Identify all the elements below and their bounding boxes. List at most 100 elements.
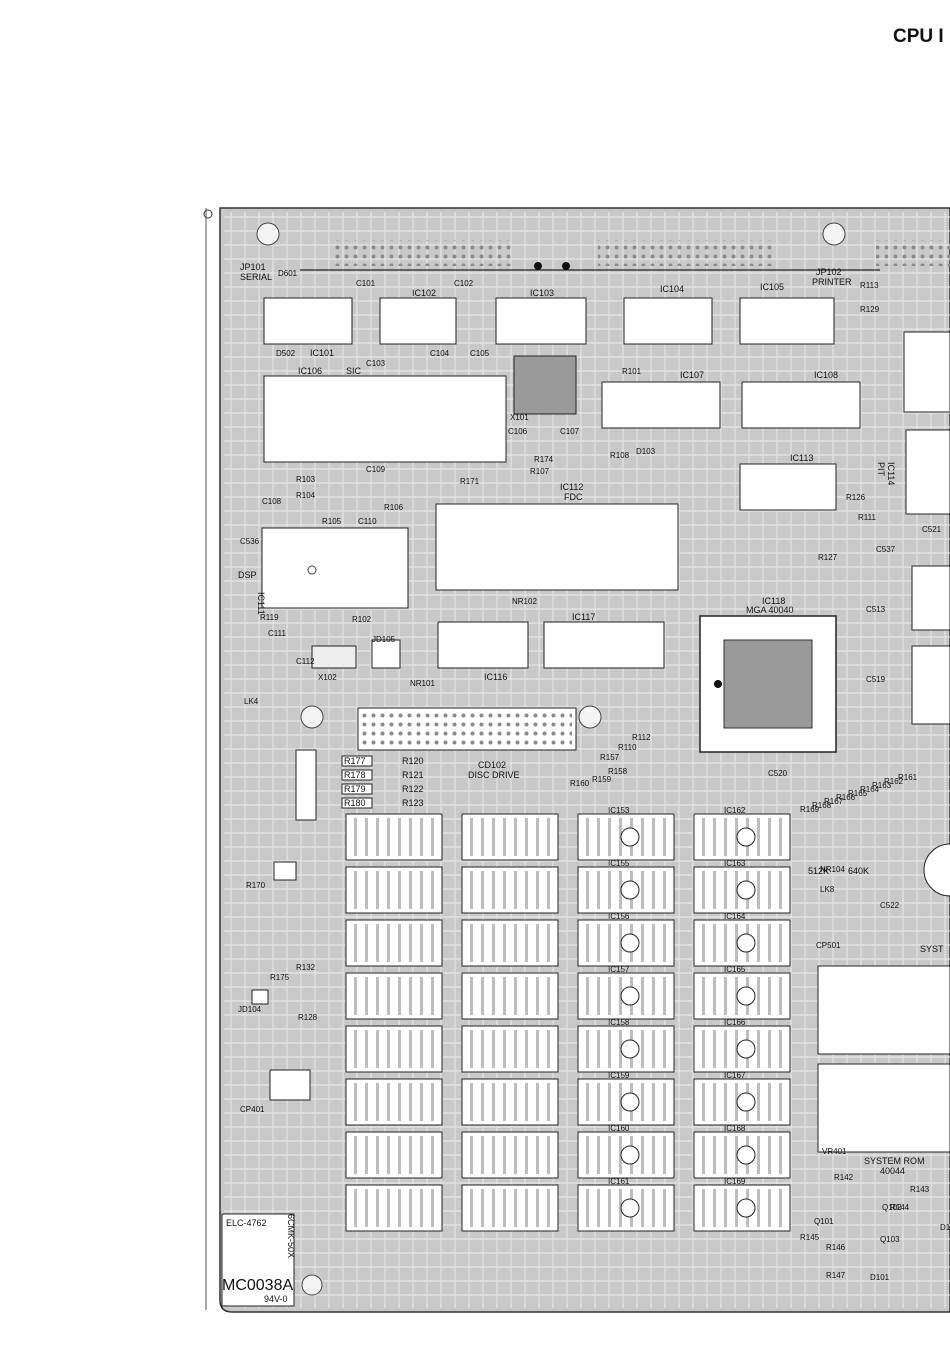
label-r179: R179 (344, 784, 366, 794)
ram-chip-marker (736, 1198, 756, 1218)
ram-chip-pin (536, 1189, 539, 1227)
ram-chip-pin (481, 1136, 484, 1174)
label-system-rom-num: 40044 (880, 1166, 905, 1176)
ram-chip-label: IC158 (608, 1018, 630, 1027)
ram-chip-pin (525, 977, 528, 1015)
ram-chip-pin (652, 1189, 655, 1227)
component-ref-label: Q101 (814, 1217, 834, 1226)
ram-chip-pin (597, 1083, 600, 1121)
ram-chip-pin (768, 1136, 771, 1174)
component-ref-label: C522 (880, 901, 900, 910)
ram-chip-pin (420, 924, 423, 962)
jumper-block (295, 749, 317, 821)
ram-chip-pin (354, 1030, 357, 1068)
ram-chip-pin (365, 818, 368, 856)
ram-chip-pin (641, 924, 644, 962)
ram-chip-pin (536, 977, 539, 1015)
ram-chip-pin (503, 1189, 506, 1227)
ram-chip-marker (620, 1039, 640, 1059)
chip-system-rom-area (817, 965, 950, 1055)
ram-chip-pin (387, 1189, 390, 1227)
ram-chip-pin (663, 1189, 666, 1227)
ram-chip-pin (492, 1189, 495, 1227)
chip-ic118-die (723, 639, 813, 729)
ram-chip-pin (724, 1136, 727, 1174)
ram-chip-pin (420, 818, 423, 856)
ram-chip-marker (620, 1092, 640, 1112)
ram-chip-pin (420, 1030, 423, 1068)
ram-chip-pin (713, 977, 716, 1015)
ram-chip (461, 1131, 559, 1179)
ram-chip-pin (365, 1030, 368, 1068)
chip-ic103 (495, 297, 587, 345)
component-ref-label: R158 (608, 767, 628, 776)
ram-chip (345, 972, 443, 1020)
ram-chip-pin (470, 871, 473, 909)
ram-chip-pin (547, 871, 550, 909)
ram-chip-pin (547, 1030, 550, 1068)
ram-chip-pin (768, 1083, 771, 1121)
component-ref-label: R171 (460, 477, 480, 486)
ram-chip-pin (420, 1083, 423, 1121)
component-ref-label: R163 (872, 781, 892, 790)
dsp-center-mark (307, 565, 317, 575)
component-ref-label: C101 (356, 279, 376, 288)
label-ic113: IC113 (790, 453, 813, 463)
ram-chip-label: IC166 (724, 1018, 746, 1027)
ram-chip-pin (663, 818, 666, 856)
ram-chip-pin (470, 1030, 473, 1068)
ram-chip-pin (547, 977, 550, 1015)
component-ref-label: R160 (570, 779, 590, 788)
component-ref-label: R159 (592, 775, 612, 784)
ram-chip-pin (597, 1189, 600, 1227)
component-ref-label: LK8 (820, 885, 835, 894)
label-ic104: IC104 (660, 284, 684, 294)
ram-chip-pin (387, 818, 390, 856)
ram-chip-marker (736, 986, 756, 1006)
chip-right-1 (903, 331, 950, 413)
ram-chip-pin (514, 1189, 517, 1227)
component-ref-label: C106 (508, 427, 528, 436)
component-ref-label: C109 (366, 465, 386, 474)
ram-chip-pin (768, 977, 771, 1015)
ram-chip-pin (757, 924, 760, 962)
component-ref-label: R119 (260, 613, 279, 622)
ram-chip-pin (757, 818, 760, 856)
ram-chip-pin (641, 818, 644, 856)
solder-point (534, 262, 542, 270)
ram-chip-pin (724, 1030, 727, 1068)
ram-chip-pin (525, 871, 528, 909)
label-512k: 512K (808, 866, 829, 876)
ram-chip-pin (663, 977, 666, 1015)
ram-chip-pin (431, 871, 434, 909)
ram-chip-pin (514, 818, 517, 856)
ram-chip-pin (525, 1189, 528, 1227)
chip-ic105 (739, 297, 835, 345)
ram-chip-marker (736, 933, 756, 953)
ram-chip-pin (481, 818, 484, 856)
ram-chip-pin (713, 871, 716, 909)
component-ref-label: R165 (848, 789, 868, 798)
disc-drive-pins (362, 712, 572, 746)
ram-chip-pin (702, 977, 705, 1015)
ram-chip-pin (586, 818, 589, 856)
ram-chip-pin (641, 977, 644, 1015)
ram-chip-pin (757, 977, 760, 1015)
ram-chip-label: IC160 (608, 1124, 630, 1133)
component-ref-label: D101 (870, 1273, 890, 1282)
component-ref-label: C537 (876, 545, 896, 554)
label-640k: 640K (848, 866, 869, 876)
ram-chip-pin (354, 1189, 357, 1227)
ram-chip-pin (702, 818, 705, 856)
printer-connector-pads (598, 240, 776, 266)
ram-chip-pin (652, 871, 655, 909)
ram-chip-pin (514, 1030, 517, 1068)
label-board-code-1: ELC-4762 (226, 1218, 267, 1228)
ram-chip-pin (514, 924, 517, 962)
ram-chip-pin (608, 1083, 611, 1121)
ram-chip-pin (503, 1136, 506, 1174)
component-ref-label: R132 (296, 963, 316, 972)
component-ref-label: R102 (352, 615, 372, 624)
ram-chip (461, 813, 559, 861)
component-ref-label: R164 (860, 785, 880, 794)
